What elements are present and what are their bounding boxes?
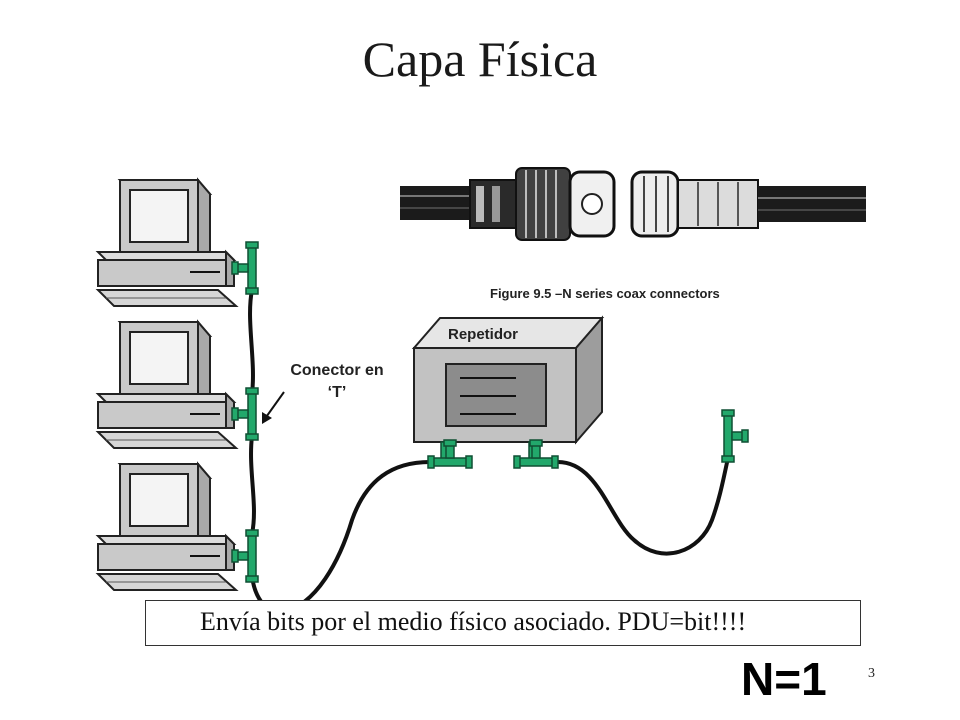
- figure-caption: Figure 9.5 –N series coax connectors: [490, 286, 720, 301]
- repeater-label: Repetidor: [448, 326, 519, 343]
- connector-arrow: [262, 391, 285, 424]
- t-connector-3: [231, 529, 259, 583]
- slide-title: Capa Física: [362, 31, 598, 87]
- slide-number: 3: [868, 666, 875, 681]
- t-connector-4: [427, 439, 473, 469]
- caption-box: [145, 600, 861, 646]
- connector-label: Conector en ‘T’: [290, 362, 384, 401]
- t-connector-5: [513, 439, 559, 469]
- computer-1: [97, 179, 237, 307]
- computer-2: [97, 321, 237, 449]
- layer-number: N=1: [741, 653, 827, 705]
- caption-text: Envía bits por el medio físico asociado.…: [200, 607, 747, 636]
- t-connector-6: [721, 409, 749, 463]
- computer-3: [97, 463, 237, 591]
- repeater: [411, 315, 605, 445]
- t-connector-2: [231, 387, 259, 441]
- coax-connector-image: [400, 167, 866, 241]
- t-connector-1: [231, 241, 259, 295]
